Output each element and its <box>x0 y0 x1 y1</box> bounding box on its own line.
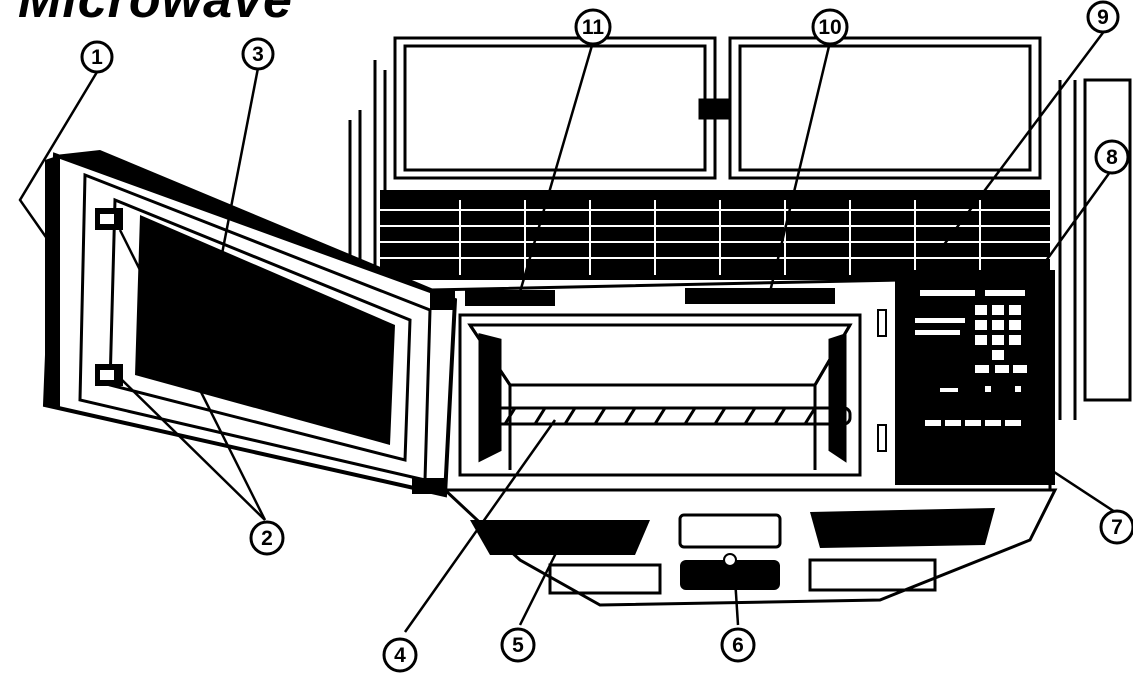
control-panel <box>895 270 1055 485</box>
leader-4 <box>403 419 557 633</box>
svg-text:5: 5 <box>512 634 524 657</box>
callout-2: 2 <box>249 520 285 556</box>
leader-1 <box>18 71 99 241</box>
svg-text:1: 1 <box>91 46 103 69</box>
leader-3 <box>213 67 260 291</box>
callout-9: 9 <box>1086 0 1120 34</box>
oven-cavity <box>458 309 887 477</box>
leader-11 <box>518 41 595 293</box>
callout-5: 5 <box>500 627 536 663</box>
svg-text:4: 4 <box>394 644 406 667</box>
grease-filter-left <box>470 520 650 555</box>
svg-text:2: 2 <box>261 527 273 550</box>
svg-text:9: 9 <box>1097 6 1109 29</box>
cooking-guide-label-plate <box>465 290 555 306</box>
vent-fan-light-controls <box>925 420 1021 426</box>
leader-5 <box>518 544 562 626</box>
grease-filter-right <box>810 508 995 548</box>
callout-10: 10 <box>811 8 849 46</box>
svg-text:6: 6 <box>732 634 744 657</box>
oven-rack <box>483 406 852 441</box>
callout-6: 6 <box>720 627 756 663</box>
svg-text:7: 7 <box>1111 516 1123 539</box>
svg-text:11: 11 <box>582 16 605 39</box>
cooktop-light <box>680 560 780 590</box>
callout-3: 3 <box>241 37 275 71</box>
leader-9 <box>939 29 1106 251</box>
leader-6 <box>733 577 740 626</box>
leader-lines <box>18 29 1116 633</box>
leader-8 <box>1023 171 1112 291</box>
svg-text:3: 3 <box>252 43 264 66</box>
vent-hood-bottom <box>441 488 1058 607</box>
leader-10 <box>768 41 832 293</box>
leader-7 <box>989 428 1116 514</box>
vent-grille <box>380 190 1050 280</box>
svg-text:8: 8 <box>1106 146 1118 169</box>
callout-11: 11 <box>574 8 612 46</box>
svg-text:10: 10 <box>818 16 841 39</box>
leader-2a <box>118 229 267 521</box>
callout-1: 1 <box>80 40 114 74</box>
leader-2b <box>119 377 266 521</box>
callout-8: 8 <box>1094 139 1130 175</box>
callout-7: 7 <box>1099 509 1133 545</box>
model-label-plate <box>685 288 835 304</box>
callout-4: 4 <box>382 637 418 673</box>
page-title: Microwave <box>18 0 293 29</box>
